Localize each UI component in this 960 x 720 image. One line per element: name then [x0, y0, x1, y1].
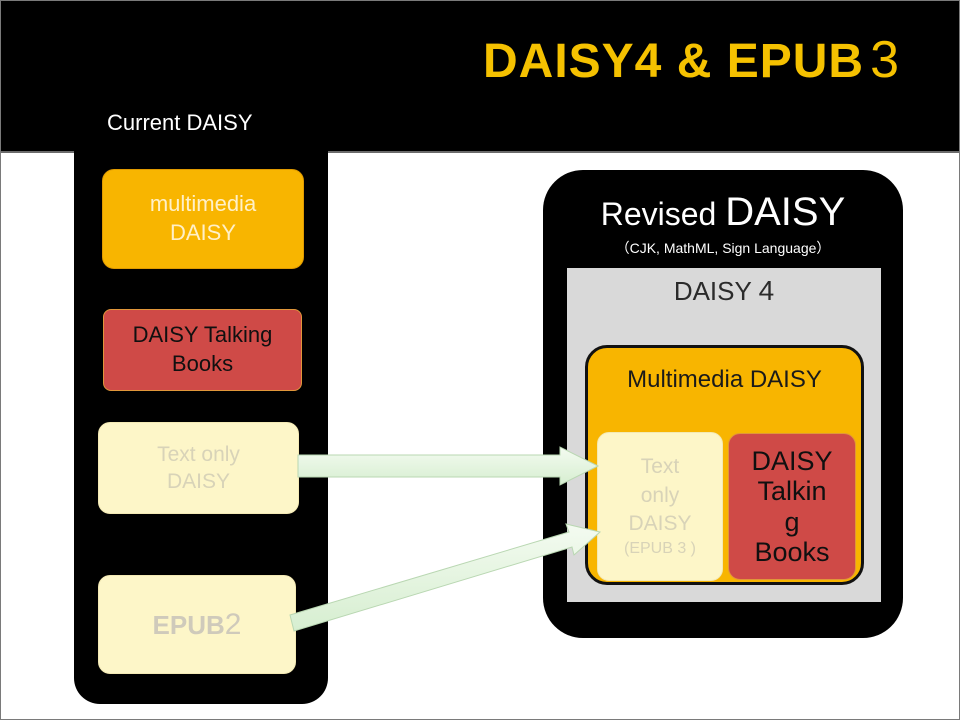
revised-dtb-line-3: g [784, 506, 800, 537]
revised-daisy-subtitle: （CJK, MathML, Sign Language） [615, 240, 831, 256]
daisy4-label: DAISY 4 [567, 275, 881, 307]
daisy-talking-books-box: DAISY Talking Books [103, 309, 302, 391]
text-only-daisy-box: Text only DAISY [98, 422, 299, 514]
slide-title-number: 3 [870, 31, 900, 89]
multimedia-daisy-label: Multimedia DAISY [627, 366, 822, 393]
daisy-talking-books-line-1: DAISY Talking [132, 322, 273, 348]
title-bar [1, 1, 959, 151]
epub2-label: EPUB2 [153, 605, 242, 644]
epub2-name: EPUB [152, 610, 225, 640]
text-only-daisy-line-1: Text only [157, 442, 240, 466]
text-only-daisy-line-2: DAISY [166, 470, 231, 493]
revised-daisy-main: DAISY [725, 190, 846, 234]
revised-dtb-line-4: Books [754, 536, 830, 567]
daisy-talking-books-line-2: Books [171, 351, 234, 376]
multimedia-daisy-box: multimedia DAISY [102, 169, 304, 269]
slide-title-main: DAISY4 & EPUB [482, 35, 865, 88]
epub2-box: EPUB2 [98, 575, 296, 674]
text-only-epub3-line-3: DAISY [628, 511, 692, 535]
current-daisy-label: Current DAISY [107, 110, 253, 135]
daisy4-name: DAISY [673, 276, 752, 306]
text-only-epub3-line-2: only [640, 483, 680, 507]
revised-daisy-talking-books-box: DAISY Talkin g Books [728, 433, 856, 580]
text-only-epub3-line-4: (EPUB 3 ) [623, 540, 696, 558]
multimedia-daisy-line-2: DAISY [169, 220, 237, 245]
multimedia-daisy-line-1: multimedia [149, 191, 257, 217]
revised-dtb-line-1: DAISY [751, 446, 833, 477]
text-only-daisy-epub3-box: Text only DAISY (EPUB 3 ) [597, 432, 723, 581]
revised-daisy-title: Revised DAISY [543, 190, 903, 235]
title-divider [1, 151, 959, 153]
revised-daisy-prefix: Revised [600, 196, 717, 232]
text-only-epub3-line-1: Text [640, 455, 680, 479]
revised-dtb-line-2: Talkin [757, 476, 827, 507]
daisy4-number: 4 [758, 275, 775, 306]
epub2-number: 2 [224, 608, 242, 641]
